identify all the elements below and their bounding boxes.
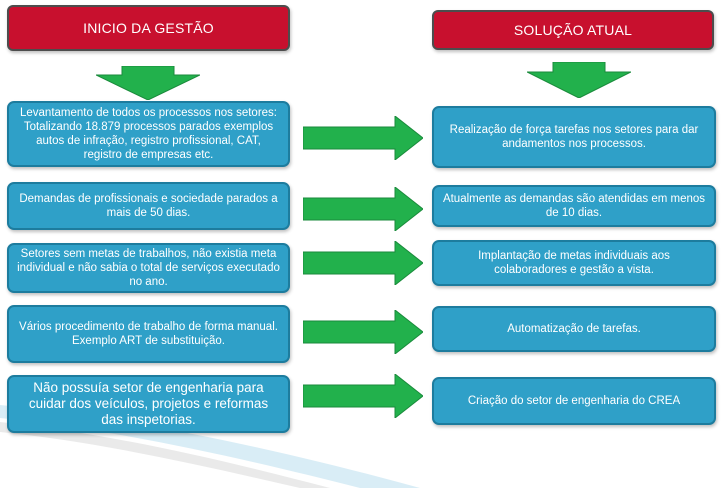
problem-box-4: Vários procedimento de trabalho de forma… [7, 305, 290, 363]
right-arrow-4 [303, 310, 423, 354]
problem-box-2: Demandas de profissionais e sociedade pa… [7, 182, 290, 230]
solution-box-4: Automatização de tarefas. [432, 306, 716, 352]
header-inicio-da-gestao: INICIO DA GESTÃO [7, 5, 290, 51]
solution-box-3: Implantação de metas individuais aos col… [432, 240, 716, 286]
right-arrow-2 [303, 187, 423, 231]
problem-box-1: Levantamento de todos os processos nos s… [7, 101, 290, 167]
problem-box-5: Não possuía setor de engenharia para cui… [7, 375, 290, 433]
right-arrow-3 [303, 241, 423, 285]
solution-box-2: Atualmente as demandas são atendidas em … [432, 185, 716, 227]
problem-box-3: Setores sem metas de trabalhos, não exis… [7, 243, 290, 293]
down-arrow-left [96, 66, 200, 100]
solution-box-5: Criação do setor de engenharia do CREA [432, 377, 716, 425]
right-arrow-5 [303, 374, 423, 418]
right-arrow-1 [303, 116, 423, 160]
header-solucao-atual: SOLUÇÃO ATUAL [432, 10, 714, 50]
down-arrow-right [527, 62, 631, 98]
solution-box-1: Realização de força tarefas nos setores … [432, 106, 716, 168]
